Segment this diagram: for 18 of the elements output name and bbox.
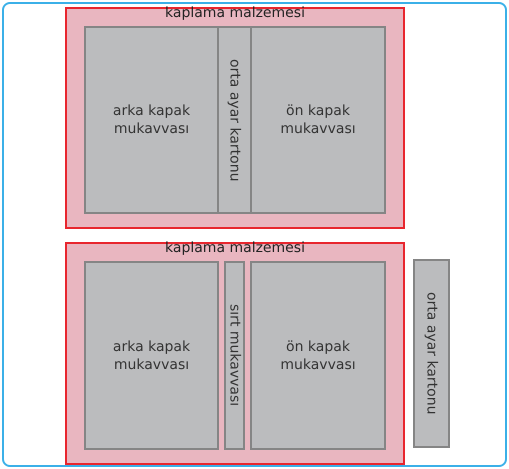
board-label: orta ayar kartonu [422, 292, 440, 415]
board-panel [224, 261, 245, 450]
board-panel [250, 26, 386, 214]
board-label: ön kapak mukavvası [279, 102, 357, 138]
board-panel [84, 261, 219, 450]
board-panel [250, 261, 386, 450]
panel-heading: kaplama malzemesi [164, 5, 306, 22]
board-panel [84, 26, 219, 214]
cover-material-panel [65, 7, 405, 229]
cover-material-panel [65, 242, 405, 465]
board-label: arka kapak mukavvası [112, 102, 192, 138]
board-panel [413, 259, 450, 448]
board-label: arka kapak mukavvası [112, 338, 192, 374]
board-panel [217, 26, 252, 214]
board-label: ön kapak mukavvası [279, 338, 357, 374]
panel-heading: kaplama malzemesi [164, 240, 306, 257]
board-label: sırt mukavvası [226, 304, 244, 407]
board-label: orta ayar kartonu [226, 58, 244, 182]
